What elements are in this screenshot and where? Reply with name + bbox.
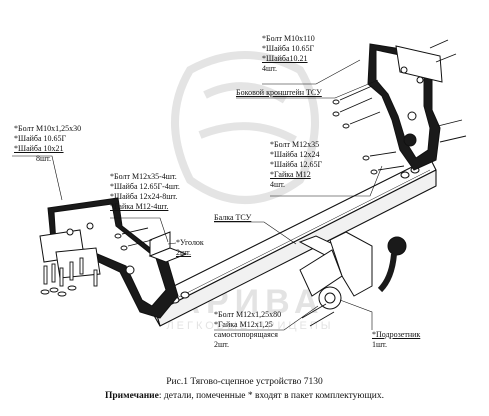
right-side-bracket bbox=[367, 43, 443, 171]
label-line: *Болт М12х1,25х80 bbox=[214, 310, 282, 319]
note-label: Примечание bbox=[105, 391, 159, 401]
label-beam: Балка ТСУ bbox=[214, 213, 252, 222]
tow-ball-assembly bbox=[298, 231, 407, 310]
label-mid-left-bolt-set: *Болт М12х35-4шт. *Шайба 12.65Г-4шт. *Ша… bbox=[110, 172, 180, 212]
label-line: 2шт. bbox=[176, 248, 192, 257]
label-socket-plate: *Подрозетник 1шт. bbox=[372, 330, 420, 350]
label-mid-right-bolt-set: *Болт М12х35 *Шайба 12х24 *Шайба 12.65Г … bbox=[270, 140, 322, 190]
label-bottom-bolt-set: *Болт М12х1,25х80 *Гайка М12х1,25 самост… bbox=[214, 310, 281, 350]
left-side-bracket bbox=[39, 197, 179, 319]
corner-brackets bbox=[148, 231, 188, 263]
label-line: *Гайка М12х1,25 bbox=[214, 320, 273, 329]
figure-note: Примечание: детали, помеченные * входят … bbox=[0, 390, 489, 402]
label-line: 8шт. bbox=[36, 154, 52, 163]
left-bolts bbox=[40, 257, 98, 297]
label-line: самостопорящаяся bbox=[214, 330, 278, 339]
watermark-emblem-icon bbox=[171, 51, 319, 204]
label-line: 4шт. bbox=[270, 180, 286, 189]
label-left-bolt-set: *Болт М10х1,25х30 *Шайба 10.65Г *Шайба 1… bbox=[14, 124, 81, 164]
label-line: *Гайка М12 bbox=[270, 170, 311, 179]
label-line: *Болт М12х35-4шт. bbox=[110, 172, 177, 181]
label-line: 4шт. bbox=[262, 64, 278, 73]
label-side-bracket: Боковой кронштейн ТСУ bbox=[236, 88, 322, 97]
label-line: *Шайба 12х24-8шт. bbox=[110, 192, 178, 201]
mid-right-bolts bbox=[362, 119, 467, 175]
label-line: *Шайба 12х24 bbox=[270, 150, 320, 159]
label-line: *Шайба 10х21 bbox=[14, 144, 64, 153]
leader-lines bbox=[12, 59, 383, 331]
label-line: *Шайба 12.65Г-4шт. bbox=[110, 182, 180, 191]
label-line: *Уголок bbox=[176, 238, 204, 247]
label-line: *Болт М12х35 bbox=[270, 140, 320, 149]
label-corner: *Уголок 2шт. bbox=[176, 238, 204, 258]
bottom-bolts bbox=[301, 303, 335, 327]
label-line: *Болт М10х110 bbox=[262, 34, 315, 43]
label-line: *Гайка М12-4шт. bbox=[110, 202, 169, 211]
top-bolts bbox=[332, 39, 457, 129]
label-line: *Болт М10х1,25х30 bbox=[14, 124, 82, 133]
mid-left-bolts bbox=[114, 227, 153, 251]
bolt-icons bbox=[40, 39, 467, 327]
label-line: *Шайба 12.65Г bbox=[270, 160, 323, 169]
label-line: *Шайба 10.65Г bbox=[14, 134, 67, 143]
tow-ball-icon bbox=[387, 236, 407, 256]
figure-caption: Рис.1 Тягово-сцепное устройство 7130 bbox=[166, 377, 323, 387]
note-text: : детали, помеченные * входят в пакет ко… bbox=[158, 391, 384, 401]
label-line: *Подрозетник bbox=[372, 330, 421, 339]
label-line: *Шайба 10.65Г bbox=[262, 44, 315, 53]
label-line: 2шт. bbox=[214, 340, 230, 349]
label-top-bolt-set: *Болт М10х110 *Шайба 10.65Г *Шайба10.21 … bbox=[262, 34, 315, 74]
watermark-subtitle: ЛЕГКОВЫЕ ПРИЦЕПЫ bbox=[166, 320, 334, 332]
label-line: *Шайба10.21 bbox=[262, 54, 308, 63]
label-line: 1шт. bbox=[372, 340, 388, 349]
towbar-beam bbox=[149, 157, 437, 327]
